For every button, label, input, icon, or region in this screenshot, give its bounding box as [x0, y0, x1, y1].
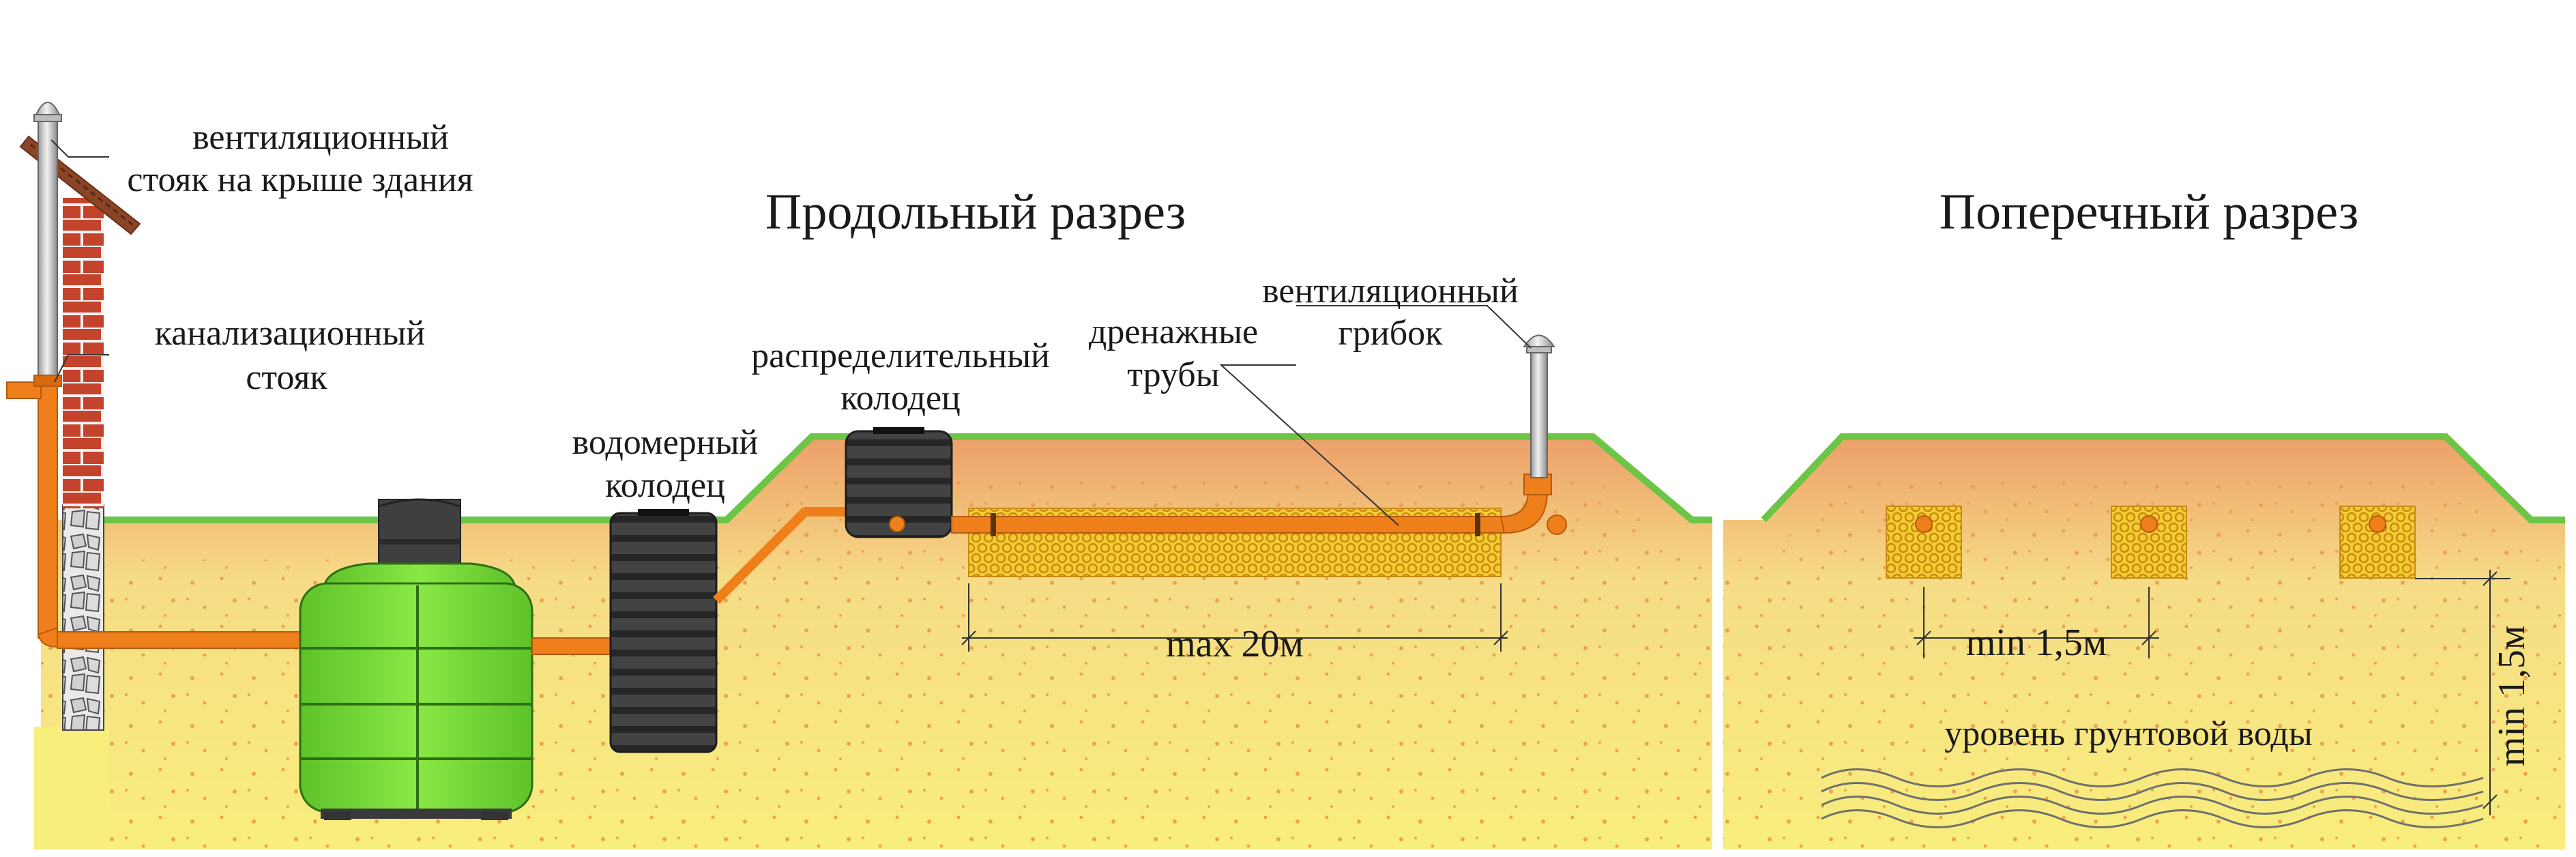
title-longitudinal-section: Продольный разрез [765, 184, 1186, 240]
drain-pipe-coupling-right [1475, 513, 1480, 536]
drain-pipe-coupling-left [991, 513, 996, 536]
label-distribution-well-line2: колодец [840, 379, 961, 418]
cross-section: Поперечный разрез min 1,5м уровень грунт… [1723, 184, 2565, 849]
trench-1 [1886, 506, 1962, 579]
brick-chimney-icon [63, 198, 104, 508]
vent-cap-icon [1523, 334, 1555, 478]
pipe-meter-to-distribution [713, 507, 854, 604]
water-meter-well [609, 509, 718, 753]
drain-pipe-end-cap [1547, 514, 1567, 535]
title-cross-section: Поперечный разрез [1940, 184, 2359, 240]
sewer-riser-pipe [38, 378, 58, 639]
label-drain-pipes-line2: трубы [1127, 355, 1219, 394]
label-min-depth: min 1,5м [2491, 626, 2533, 767]
septic-tank-icon [299, 498, 533, 820]
label-water-meter-well-line1: водомерный [572, 423, 759, 462]
building-foundation [62, 504, 104, 731]
trench-3 [2339, 506, 2416, 579]
pipe-tank-to-meter-well [531, 637, 615, 655]
distribution-well [845, 427, 953, 538]
label-vent-cap-line2: грибок [1338, 314, 1444, 353]
label-drain-pipes-line1: дренажные [1089, 313, 1258, 351]
dimension-max-length [961, 583, 1508, 652]
dimension-min-depth [2415, 570, 2511, 815]
groundwater-waves [1821, 768, 2484, 828]
label-max-length: max 20м [1166, 623, 1304, 665]
label-groundwater: уровень грунтовой воды [1944, 714, 2313, 753]
trench-2 [2111, 506, 2187, 579]
dimension-min-spacing [1914, 587, 2159, 658]
drain-pipe [951, 516, 1508, 534]
section-divider [1712, 505, 1723, 853]
vent-riser-pipe [38, 112, 58, 379]
label-sewer-riser-line2: стояк [246, 358, 327, 397]
vent-riser-cap-ring [33, 114, 62, 122]
sewer-riser-coupling [33, 375, 62, 387]
outlet-pipe [57, 631, 310, 649]
label-vent-riser-line1: вентиляционный [192, 118, 449, 157]
longitudinal-section: Продольный разрез вентиляционный стояк н… [6, 102, 1712, 849]
label-vent-riser-line2: стояк на крыше здания [127, 160, 473, 199]
label-min-spacing: min 1,5м [1966, 622, 2107, 664]
label-sewer-riser-line1: канализационный [155, 314, 425, 353]
label-water-meter-well-line2: колодец [605, 466, 725, 505]
basement-ground-strip [34, 727, 109, 849]
label-vent-cap-line1: вентиляционный [1262, 272, 1519, 310]
leader-lines-longitudinal [50, 139, 1532, 526]
label-distribution-well-line1: распределительный [751, 336, 1050, 375]
grass-line-cross [1761, 433, 2565, 523]
